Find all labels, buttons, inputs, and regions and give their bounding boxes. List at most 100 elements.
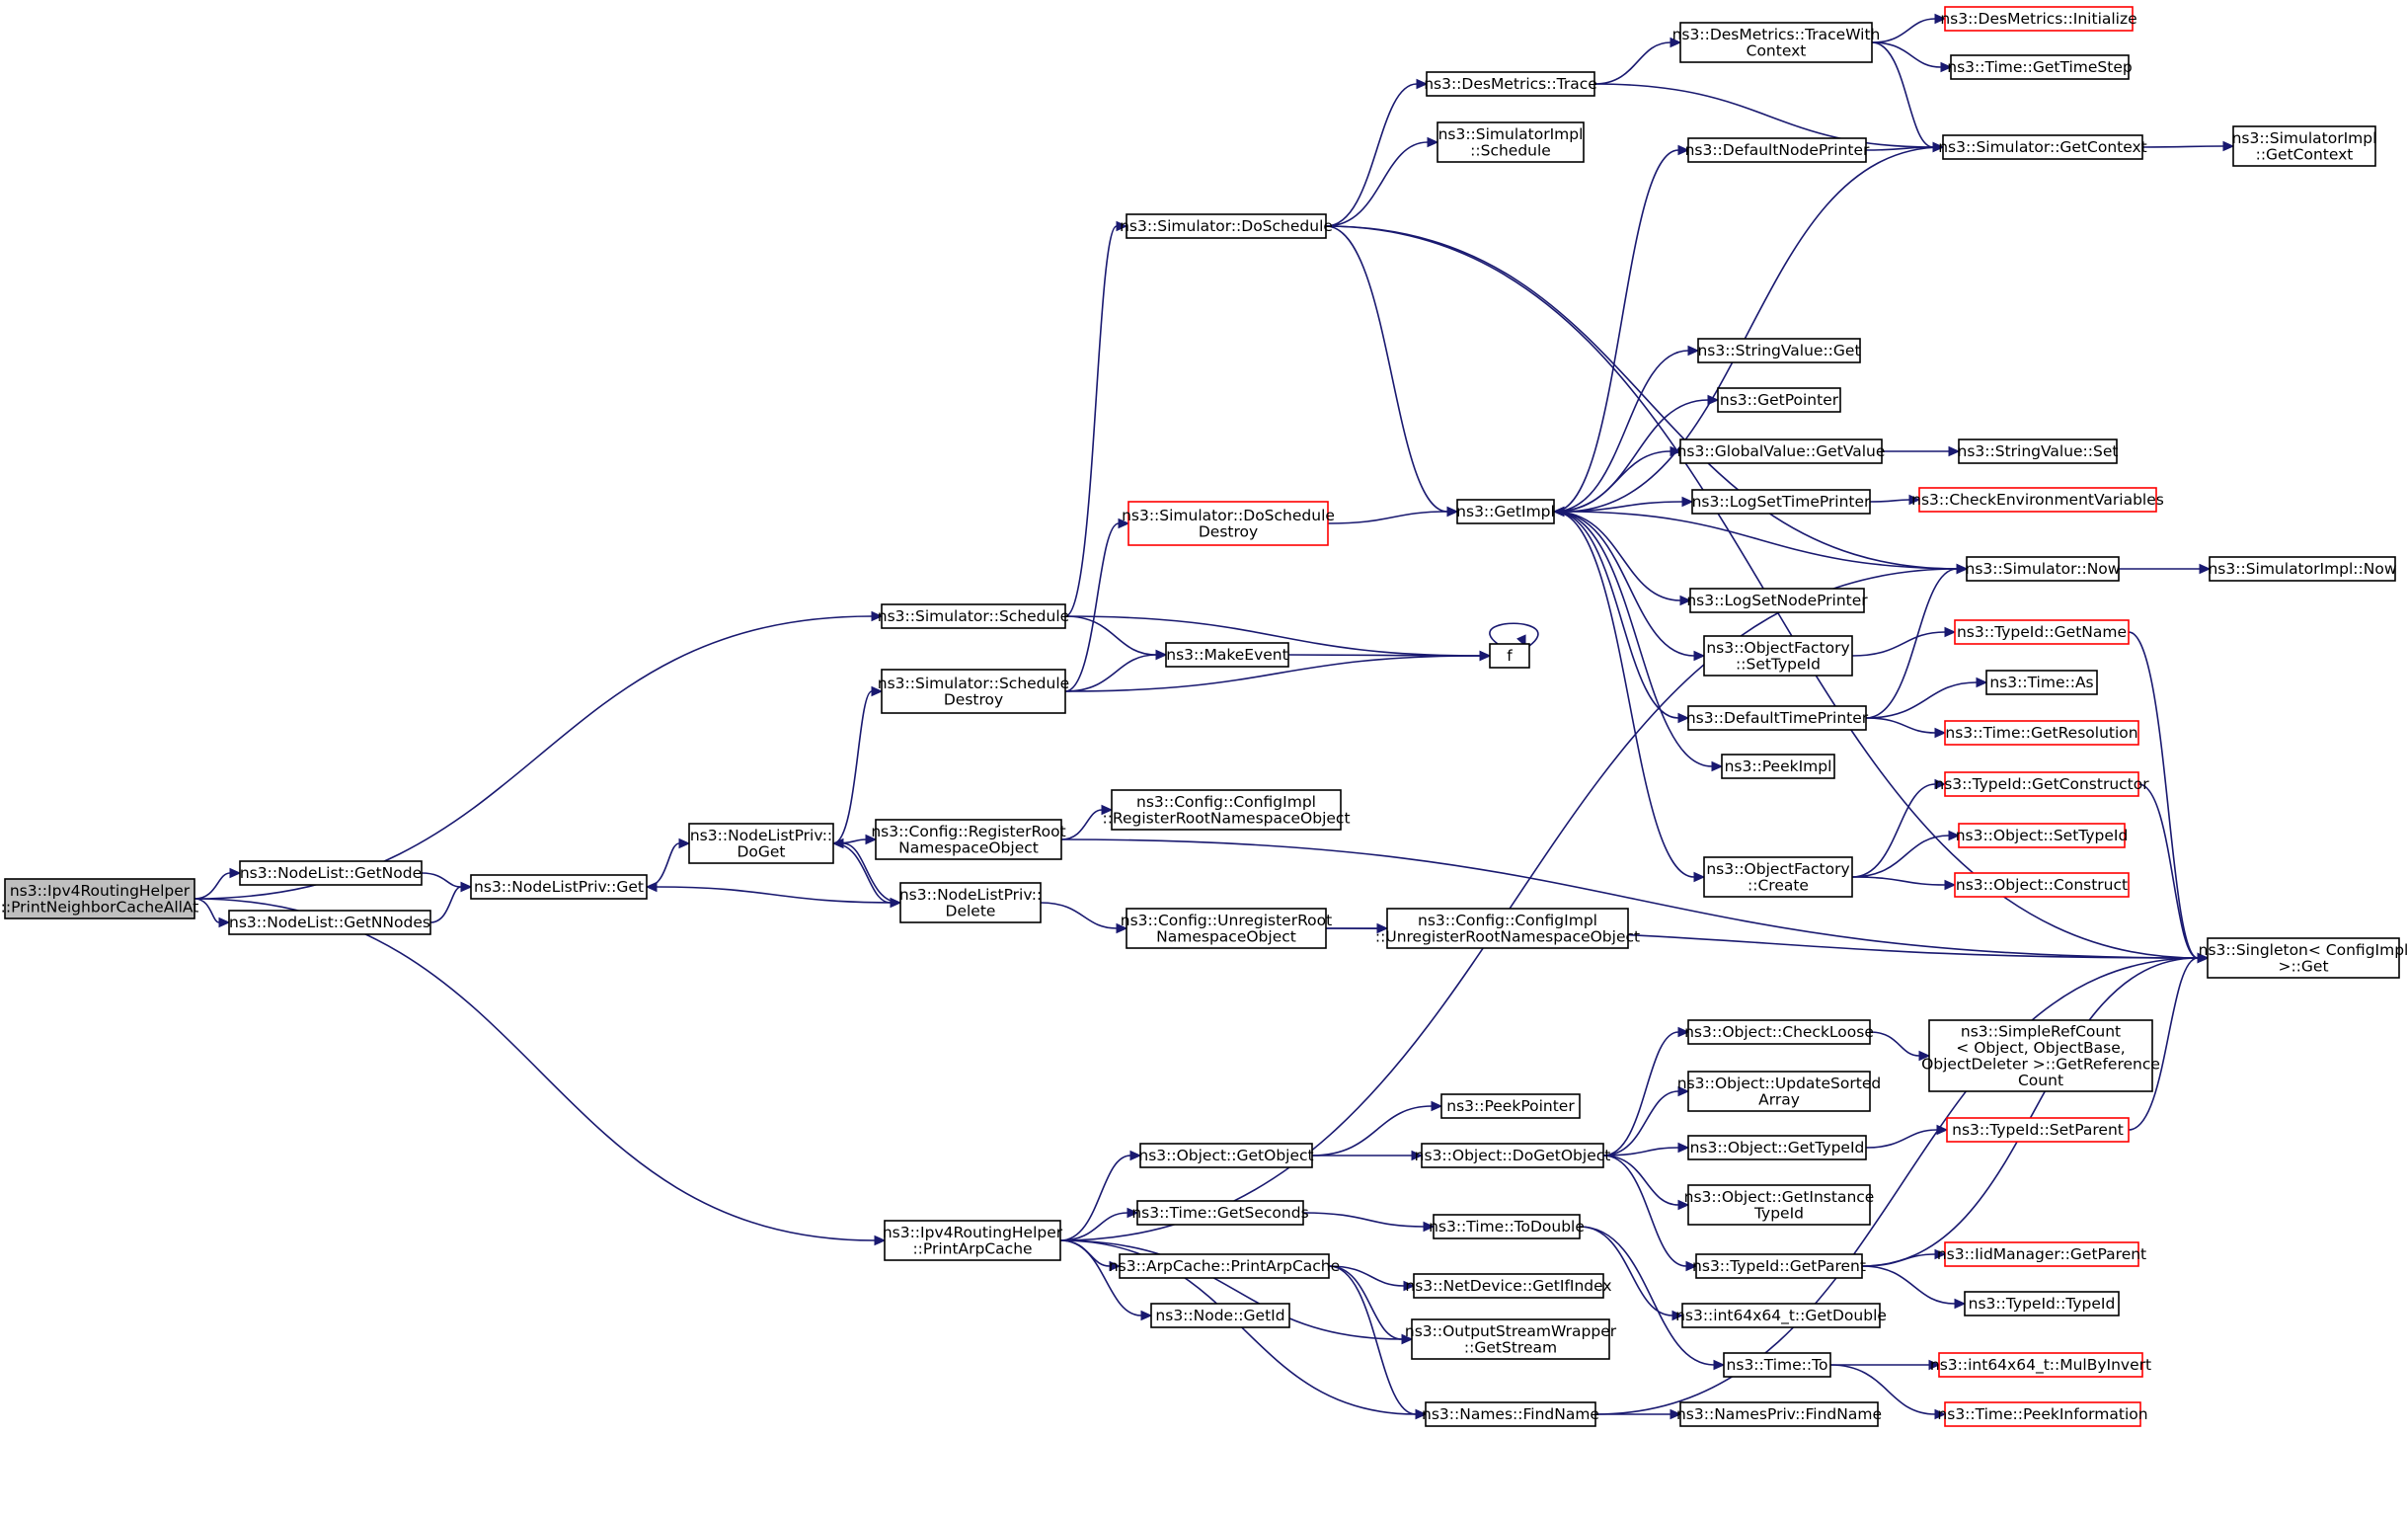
node-box[interactable] xyxy=(1691,489,1871,515)
node-namesprivfindname[interactable]: ns3::NamesPriv::FindName xyxy=(1676,1401,1882,1427)
node-box[interactable] xyxy=(1703,856,1853,898)
node-objcheckloose[interactable]: ns3::Object::CheckLoose xyxy=(1684,1019,1874,1045)
node-timegetres[interactable]: ns3::Time::GetResolution xyxy=(1944,720,2139,746)
node-box[interactable] xyxy=(1426,71,1595,97)
node-box[interactable] xyxy=(1687,1071,1871,1112)
node-typeidtypeid[interactable]: ns3::TypeId::TypeId xyxy=(1964,1291,2120,1316)
node-nlpdoget[interactable]: ns3::NodeListPriv::DoGet xyxy=(688,823,834,864)
node-box[interactable] xyxy=(1944,1401,2141,1427)
node-peekimpl[interactable]: ns3::PeekImpl xyxy=(1721,754,1835,779)
node-box[interactable] xyxy=(4,878,195,919)
node-cfgreg[interactable]: ns3::Config::RegisterRootNamespaceObject xyxy=(871,819,1066,860)
node-box[interactable] xyxy=(1695,1253,1863,1279)
node-box[interactable] xyxy=(2232,125,2376,167)
node-box[interactable] xyxy=(1944,6,2134,32)
node-box[interactable] xyxy=(1139,1143,1313,1168)
node-simimplnow[interactable]: ns3::SimulatorImpl::Now xyxy=(2208,556,2397,582)
node-nodegetid[interactable]: ns3::Node::GetId xyxy=(1150,1303,1290,1328)
node-simimplgetctx[interactable]: ns3::SimulatorImpl::GetContext xyxy=(2232,125,2377,167)
node-box[interactable] xyxy=(1954,872,2130,898)
node-box[interactable] xyxy=(1723,1352,1831,1378)
node-timeto[interactable]: ns3::Time::To xyxy=(1723,1352,1831,1378)
node-int64mulbyinvert[interactable]: ns3::int64x64_t::MulByInvert xyxy=(1930,1352,2151,1378)
node-box[interactable] xyxy=(1425,1401,1596,1427)
node-f[interactable]: f xyxy=(1489,643,1530,669)
node-box[interactable] xyxy=(1150,1303,1290,1328)
node-box[interactable] xyxy=(1456,499,1555,524)
node-box[interactable] xyxy=(1687,137,1867,163)
node-box[interactable] xyxy=(1413,1273,1604,1299)
node-box[interactable] xyxy=(1126,908,1327,949)
node-ofsettypeid[interactable]: ns3::ObjectFactory::SetTypeId xyxy=(1703,635,1853,677)
node-box[interactable] xyxy=(1681,1303,1881,1328)
node-box[interactable] xyxy=(1687,1019,1871,1045)
node-simgetctx[interactable]: ns3::Simulator::GetContext xyxy=(1938,134,2147,160)
node-box[interactable] xyxy=(899,882,1042,923)
node-checkenv[interactable]: ns3::CheckEnvironmentVariables xyxy=(1911,487,2164,513)
node-cfgunreg[interactable]: ns3::Config::UnregisterRootNamespaceObje… xyxy=(1121,908,1332,949)
node-box[interactable] xyxy=(1687,705,1867,731)
node-box[interactable] xyxy=(688,823,834,864)
node-box[interactable] xyxy=(1950,54,2130,80)
node-box[interactable] xyxy=(884,1220,1061,1261)
node-typeidgetctor[interactable]: ns3::TypeId::GetConstructor xyxy=(1934,771,2149,797)
node-box[interactable] xyxy=(2209,556,2396,582)
node-box[interactable] xyxy=(1679,439,1883,464)
node-desinit[interactable]: ns3::DesMetrics::Initialize xyxy=(1940,6,2137,32)
node-box[interactable] xyxy=(1687,1135,1867,1160)
node-box[interactable] xyxy=(1687,1184,1871,1226)
node-box[interactable] xyxy=(1437,121,1585,163)
node-box[interactable] xyxy=(1703,635,1853,677)
node-box[interactable] xyxy=(1411,1318,1610,1360)
node-root[interactable]: ns3::Ipv4RoutingHelper::PrintNeighborCac… xyxy=(1,878,199,919)
node-nlpdelete[interactable]: ns3::NodeListPriv::Delete xyxy=(899,882,1042,923)
node-box[interactable] xyxy=(1689,588,1865,613)
node-box[interactable] xyxy=(1958,439,2118,464)
node-box[interactable] xyxy=(1942,134,2143,160)
node-netdevgetifindex[interactable]: ns3::NetDevice::GetIfIndex xyxy=(1405,1273,1612,1299)
node-box[interactable] xyxy=(1679,22,1873,63)
node-defnodeprinter[interactable]: ns3::DefaultNodePrinter xyxy=(1685,137,1870,163)
node-box[interactable] xyxy=(1386,908,1629,949)
node-cfgimplunreg[interactable]: ns3::Config::ConfigImpl::UnregisterRootN… xyxy=(1375,908,1640,949)
node-box[interactable] xyxy=(1421,1143,1604,1168)
node-deftimeprinter[interactable]: ns3::DefaultTimePrinter xyxy=(1686,705,1869,731)
node-timegetseconds[interactable]: ns3::Time::GetSeconds xyxy=(1131,1200,1309,1226)
node-gettimestep[interactable]: ns3::Time::GetTimeStep xyxy=(1947,54,2133,80)
node-timepeekinfo[interactable]: ns3::Time::PeekInformation xyxy=(1937,1401,2148,1427)
node-printarp[interactable]: ns3::Ipv4RoutingHelper::PrintArpCache xyxy=(883,1220,1063,1261)
node-nlpget[interactable]: ns3::NodeListPriv::Get xyxy=(470,874,648,900)
node-box[interactable] xyxy=(1944,771,2139,797)
node-objsettypeid[interactable]: ns3::Object::SetTypeId xyxy=(1956,823,2129,848)
node-simdoschedule[interactable]: ns3::Simulator::DoSchedule xyxy=(1120,213,1333,239)
node-box[interactable] xyxy=(2207,937,2400,979)
node-box[interactable] xyxy=(1928,1019,2153,1092)
node-logsettp[interactable]: ns3::LogSetTimePrinter xyxy=(1691,489,1871,515)
node-simimplschedule[interactable]: ns3::SimulatorImpl::Schedule xyxy=(1437,121,1585,163)
node-logsetnp[interactable]: ns3::LogSetNodePrinter xyxy=(1686,588,1868,613)
node-timetodouble[interactable]: ns3::Time::ToDouble xyxy=(1429,1214,1585,1239)
node-typeidsetparent[interactable]: ns3::TypeId::SetParent xyxy=(1946,1117,2130,1143)
node-box[interactable] xyxy=(1679,1401,1879,1427)
node-box[interactable] xyxy=(1136,1200,1304,1226)
node-typeidgetparent[interactable]: ns3::TypeId::GetParent xyxy=(1692,1253,1866,1279)
node-box[interactable] xyxy=(1964,1291,2120,1316)
node-box[interactable] xyxy=(1954,619,2130,645)
node-strvalset[interactable]: ns3::StringValue::Set xyxy=(1958,439,2119,464)
node-getnode[interactable]: ns3::NodeList::GetNode xyxy=(239,860,423,886)
node-box[interactable] xyxy=(1127,501,1329,546)
node-objdogetobject[interactable]: ns3::Object::DoGetObject xyxy=(1415,1143,1611,1168)
node-simschedule[interactable]: ns3::Simulator::Schedule xyxy=(878,603,1069,629)
node-singleton[interactable]: ns3::Singleton< ConfigImpl >::Get xyxy=(2199,937,2408,979)
node-makeevent[interactable]: ns3::MakeEvent xyxy=(1165,642,1289,668)
node-box[interactable] xyxy=(1966,556,2120,582)
node-box[interactable] xyxy=(881,669,1066,714)
node-box[interactable] xyxy=(881,603,1066,629)
node-objgetobject[interactable]: ns3::Object::GetObject xyxy=(1138,1143,1314,1168)
node-peekpointer[interactable]: ns3::PeekPointer xyxy=(1440,1093,1581,1119)
node-box[interactable] xyxy=(1165,642,1289,668)
